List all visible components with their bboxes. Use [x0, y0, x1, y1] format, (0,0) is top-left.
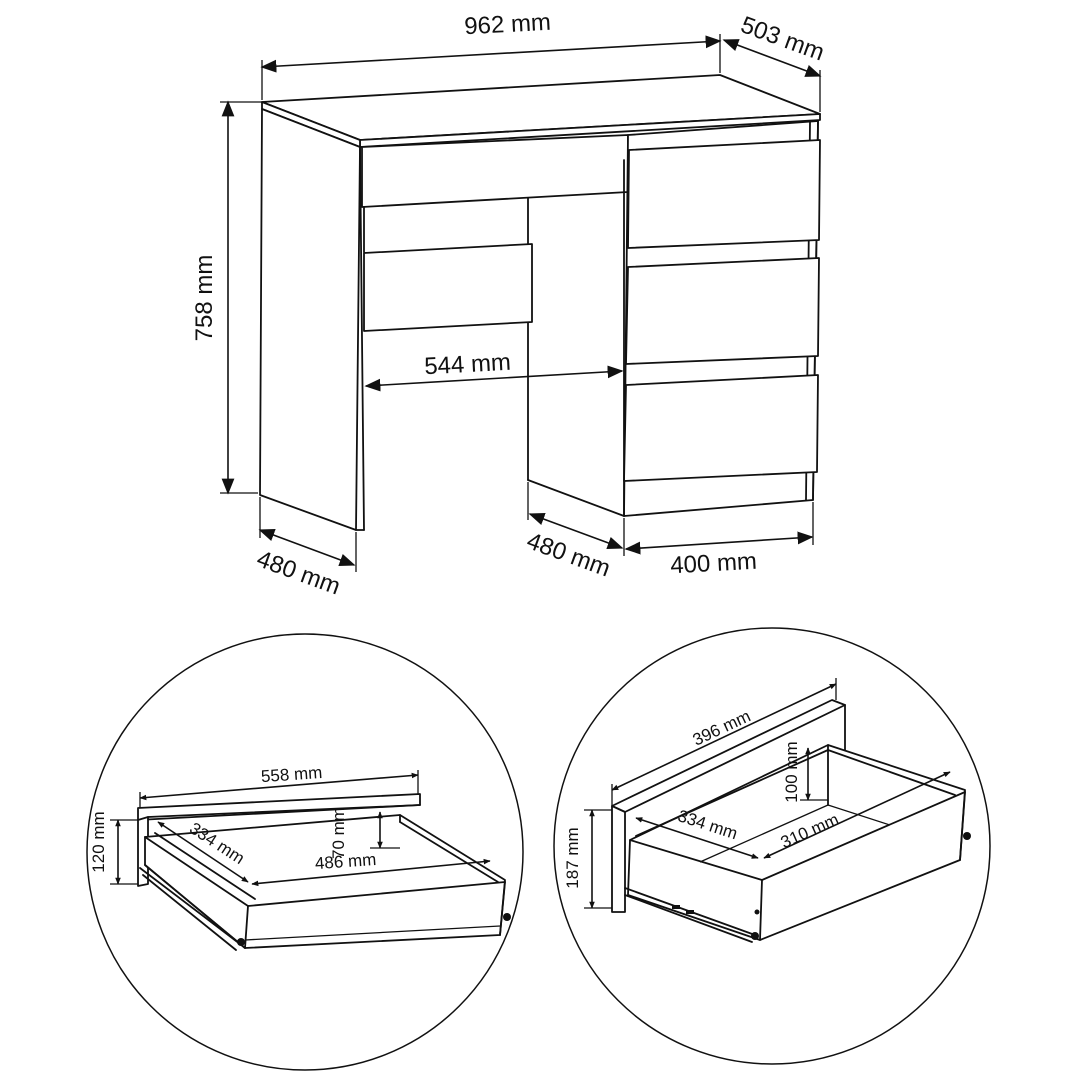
- dim-cabinet-depth-label: 480 mm: [523, 527, 614, 582]
- small-dim-inner-width-label: 486 mm: [314, 850, 377, 873]
- desk-upper-drawer: [361, 134, 629, 208]
- desk-illustration: [259, 74, 821, 531]
- small-dim-front-width-line: [139, 772, 419, 801]
- large-dim-front-height-label: 187 mm: [563, 827, 582, 888]
- large-drawer-circle: [553, 627, 991, 1065]
- dim-height-label: 758 mm: [191, 255, 218, 342]
- desk-cabinet-drawer-1: [627, 139, 821, 249]
- dim-width-line: [260, 35, 722, 73]
- desk-cabinet-drawer-3: [623, 374, 819, 482]
- dim-knee-label: 544 mm: [424, 349, 512, 381]
- dim-left-leg-label: 480 mm: [253, 545, 344, 600]
- dim-cabinet-width-line: [624, 531, 814, 555]
- dim-cabinet-width-label: 400 mm: [670, 548, 758, 580]
- large-dim-front-width-line: [611, 683, 837, 791]
- dim-left-leg-line: [258, 529, 356, 566]
- small-drawer-circle: [86, 633, 524, 1071]
- dim-cabinet-depth-line: [528, 512, 624, 550]
- desk-left-drawer: [363, 243, 533, 332]
- large-drawer-detail: 396 mm 187 mm 100 mm 334 mm 310 mm: [553, 627, 991, 1065]
- small-drawer-detail: 558 mm 120 mm 334 mm 70 mm 486 mm: [86, 633, 524, 1071]
- dim-width-label: 962 mm: [464, 9, 552, 41]
- small-dim-inner-height-label: 70 mm: [329, 807, 348, 859]
- small-dim-inner-width-line: [251, 858, 491, 887]
- dim-depth-line: [722, 39, 822, 77]
- large-dim-inner-height-label: 100 mm: [782, 741, 801, 802]
- large-dim-inner-width-line: [763, 771, 951, 859]
- small-dim-front-height-label: 120 mm: [89, 811, 108, 872]
- large-dim-side-depth-line: [635, 817, 759, 859]
- desk-cabinet-drawer-2: [625, 257, 820, 365]
- dim-depth-label: 503 mm: [737, 11, 828, 66]
- small-dim-front-width-label: 558 mm: [260, 763, 323, 786]
- desk-left-leg-side: [259, 108, 361, 531]
- small-dim-side-depth-line: [157, 821, 249, 883]
- dim-knee-line: [364, 365, 624, 392]
